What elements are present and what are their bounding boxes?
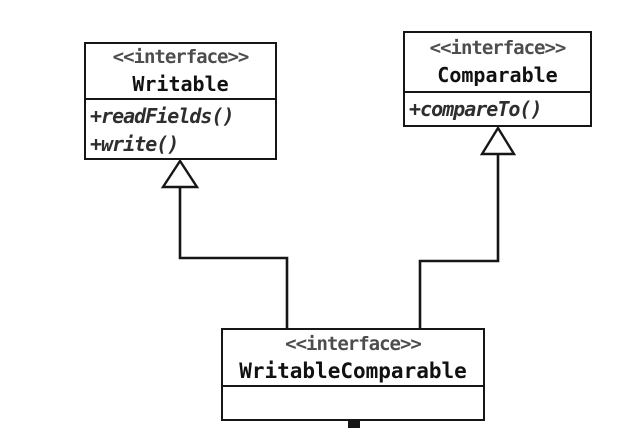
- class-members-compartment-empty: [223, 385, 483, 419]
- stereotype-label: <<interface>>: [112, 46, 250, 68]
- stereotype-label: <<interface>>: [429, 37, 567, 59]
- class-name-label: Writable: [132, 72, 229, 96]
- class-box-writable-comparable: <<interface>> WritableComparable: [221, 328, 485, 421]
- method-label: +write(): [90, 132, 179, 156]
- class-box-writable: <<interface>> Writable +readFields() +wr…: [84, 42, 277, 160]
- class-title-compartment: <<interface>> WritableComparable: [223, 330, 483, 385]
- class-box-comparable: <<interface>> Comparable +compareTo(): [403, 31, 592, 127]
- method-label: +compareTo(): [409, 97, 543, 121]
- class-name-label: WritableComparable: [239, 358, 467, 383]
- class-name-label: Comparable: [437, 63, 558, 87]
- stereotype-label: <<interface>>: [285, 332, 422, 355]
- generalization-arrowhead-comparable: [479, 125, 517, 156]
- generalization-arrowhead-writable: [160, 158, 200, 189]
- class-title-compartment: <<interface>> Comparable: [405, 33, 590, 91]
- generalization-line-writable: [178, 186, 289, 330]
- method-label: +readFields(): [90, 104, 235, 128]
- generalization-line-comparable: [418, 155, 500, 330]
- class-title-compartment: <<interface>> Writable: [86, 44, 275, 98]
- class-members-compartment: +readFields() +write(): [86, 98, 275, 158]
- class-members-compartment: +compareTo(): [405, 91, 590, 125]
- bottom-handle-mark: [348, 421, 360, 428]
